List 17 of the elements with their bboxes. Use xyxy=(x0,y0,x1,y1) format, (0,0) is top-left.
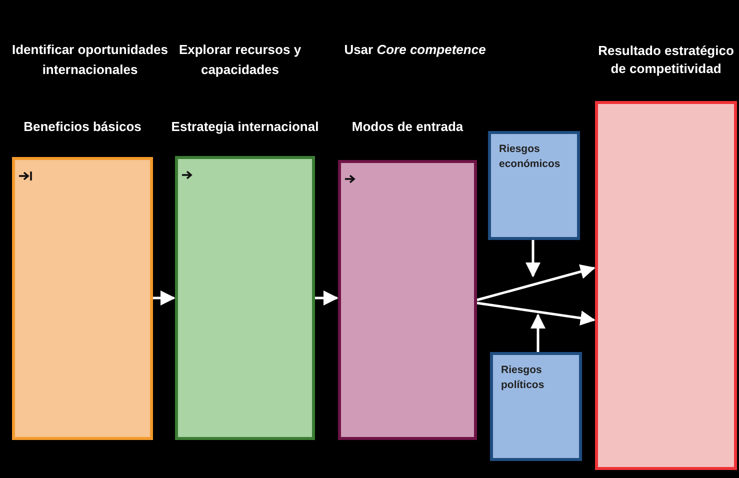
risk-box xyxy=(488,131,580,240)
arrow xyxy=(315,290,338,306)
column-heading: Explorar recursos y capacidades xyxy=(178,41,302,79)
risk-box xyxy=(490,352,582,461)
box-heading: Estrategia internacional xyxy=(170,118,320,136)
box-heading: Modos de entrada xyxy=(350,118,464,136)
column-heading: Usar Core competence xyxy=(343,41,487,59)
column-heading: Identificar oportunidades internacionales xyxy=(10,41,169,79)
arrow xyxy=(530,314,546,352)
arrow xyxy=(153,290,176,306)
box-text: Riesgos económicos xyxy=(499,142,562,172)
box-text: Riesgos políticos xyxy=(501,363,546,393)
arrow xyxy=(526,240,540,278)
box-heading: Beneficios básicos xyxy=(22,118,142,136)
arrow xyxy=(476,302,596,326)
box-heading: Resultado estratégico de competitividad xyxy=(597,42,735,78)
arrow xyxy=(476,264,596,302)
